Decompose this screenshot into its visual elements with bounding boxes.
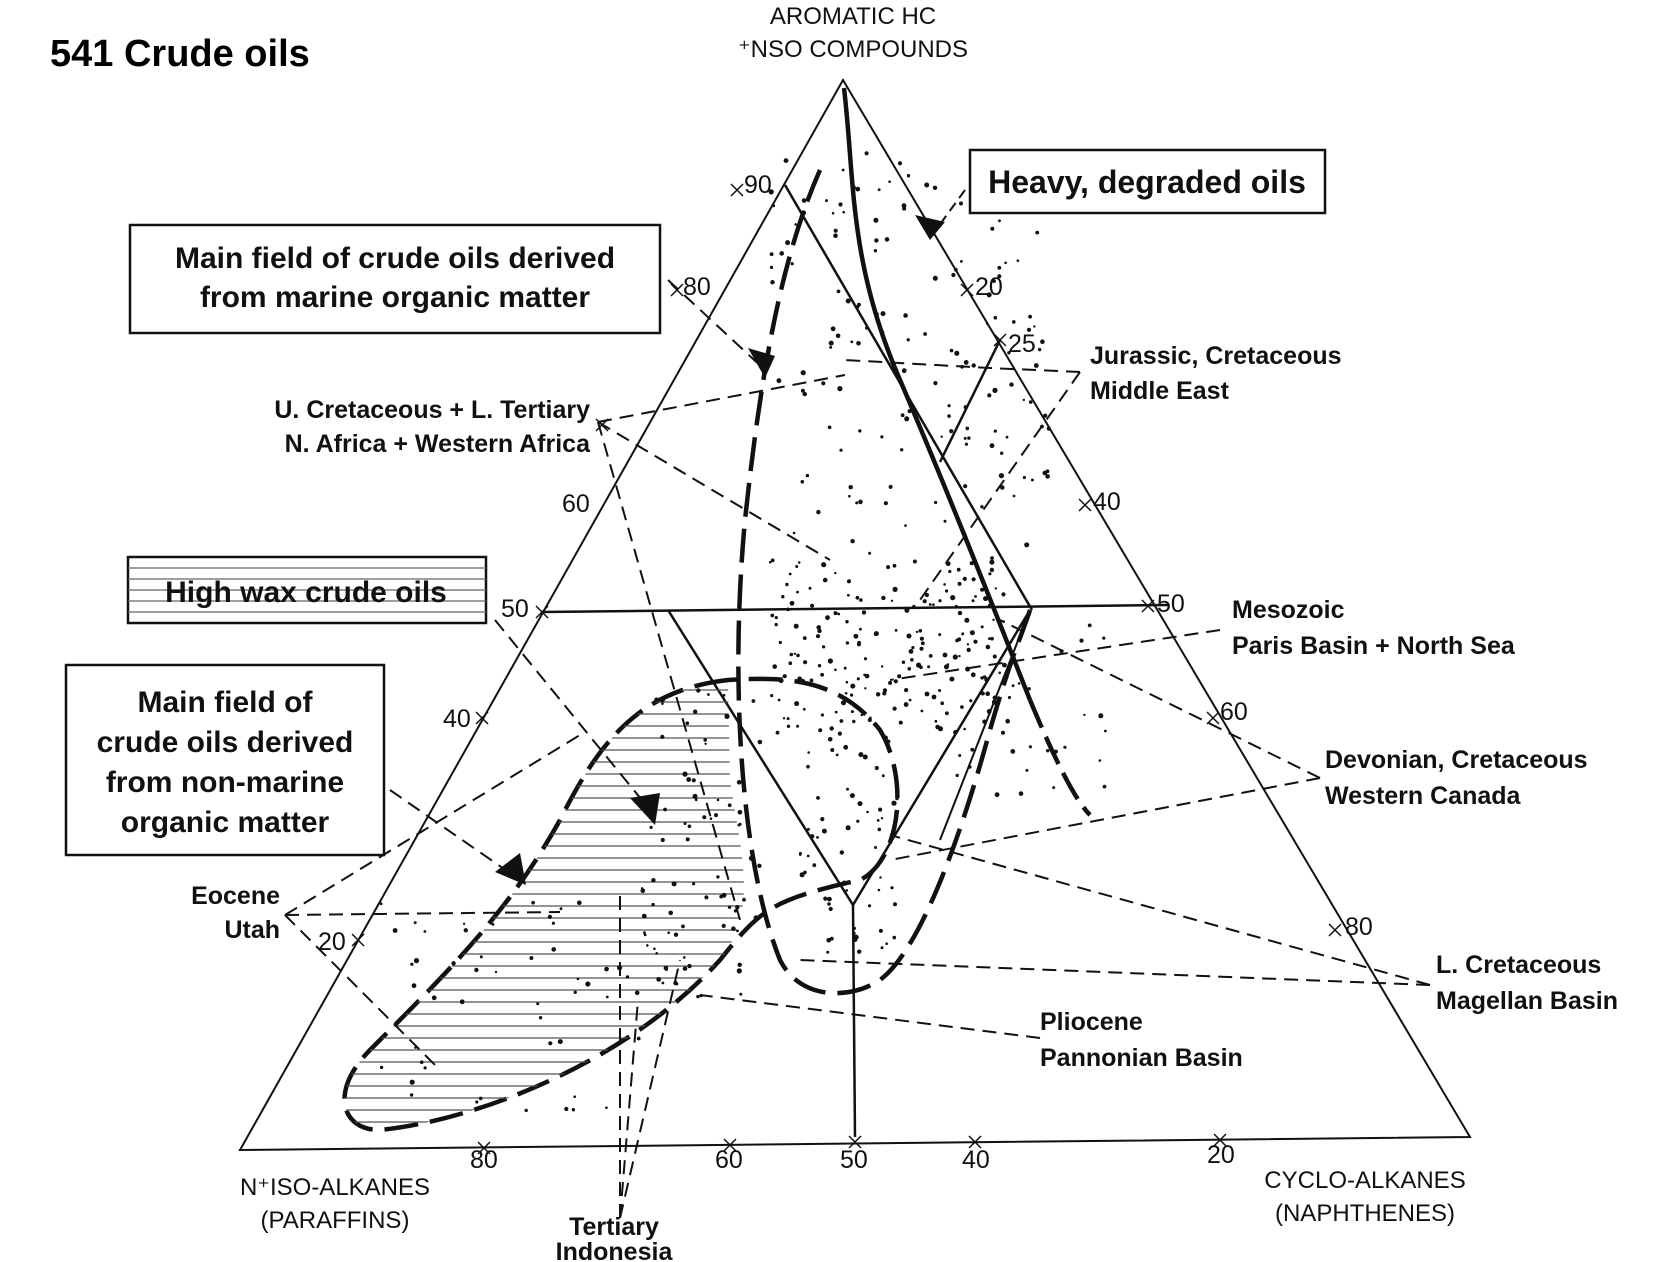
line-50-percent (541, 603, 1169, 614)
pliocene-label-1: Pliocene (1040, 1008, 1143, 1036)
diagram-title: 541 Crude oils (50, 33, 310, 75)
tertiary-label-2: Indonesia (556, 1238, 674, 1262)
marine-field-boundary (736, 169, 1033, 996)
tick-bottom-60: 60 (715, 1146, 743, 1174)
tick-right-80: 80 (1345, 913, 1373, 941)
vertex-right-label-1: CYCLO-ALKANES (1264, 1167, 1465, 1194)
jurassic-label-2: Middle East (1090, 377, 1230, 405)
tick-right-50: 50 (1157, 590, 1185, 618)
crude-oil-points (379, 151, 1107, 1113)
devonian-label-2: Western Canada (1325, 782, 1522, 810)
line-25 (938, 339, 1002, 463)
lcret-label-2: Magellan Basin (1436, 987, 1618, 1015)
nonmarine-field-label-1: Main field of (138, 686, 314, 719)
tick-marks (351, 183, 1342, 1155)
marine-field-box (128, 223, 662, 335)
tick-right-60: 60 (1220, 698, 1248, 726)
high-wax-label: High wax crude oils (165, 576, 447, 609)
vertex-left-label-2: (PARAFFINS) (261, 1207, 410, 1234)
nonmarine-field-box (64, 663, 386, 857)
tick-left-50: 50 (501, 595, 529, 623)
tick-left-20: 20 (318, 928, 346, 956)
ucret-label-2: N. Africa + Western Africa (285, 430, 592, 458)
marine-field-label-1: Main field of crude oils derived (175, 242, 615, 275)
eocene-label-1: Eocene (191, 882, 280, 910)
line-25-cross (939, 609, 1031, 841)
leader-lines (284, 279, 1431, 1219)
heavy-oil-boundary (841, 87, 1033, 701)
eocene-label-2: Utah (224, 916, 280, 944)
marine-field-label-2: from marine organic matter (200, 281, 590, 314)
tick-left-90: 90 (744, 171, 772, 199)
heavy-oil-boundary-dashed (1027, 699, 1092, 817)
nonmarine-field-label-4: organic matter (121, 806, 330, 839)
tick-left-60: 60 (562, 490, 590, 518)
ternary-triangle (238, 78, 1472, 1152)
tick-right-20: 20 (975, 273, 1003, 301)
mesozoic-label-1: Mesozoic (1232, 596, 1345, 624)
arrowheads (495, 215, 945, 885)
devonian-label-1: Devonian, Cretaceous (1325, 746, 1588, 774)
vertex-right-label-2: (NAPHTHENES) (1275, 1200, 1455, 1227)
line-bottom-50 (851, 904, 857, 1138)
mesozoic-label-2: Paris Basin + North Sea (1232, 632, 1516, 660)
tick-bottom-20: 20 (1207, 1141, 1235, 1169)
tick-bottom-50: 50 (840, 1146, 868, 1174)
heavy-oil-leader (929, 189, 966, 239)
pliocene-label-2: Pannonian Basin (1040, 1044, 1243, 1072)
vertex-top-label-2: ⁺NSO COMPOUNDS (738, 36, 968, 63)
tick-bottom-40: 40 (962, 1146, 990, 1174)
tick-left-80: 80 (683, 273, 711, 301)
tick-right-25: 25 (1008, 330, 1036, 358)
inner-triangle (666, 609, 1032, 908)
jurassic-label-1: Jurassic, Cretaceous (1090, 342, 1342, 370)
high-wax-box (126, 555, 488, 625)
vertex-top-label-1: AROMATIC HC (770, 3, 936, 30)
ucret-label-1: U. Cretaceous + L. Tertiary (274, 396, 590, 424)
tick-left-40: 40 (443, 705, 471, 733)
tertiary-label-1: Tertiary (569, 1213, 659, 1241)
heavy-oils-label: Heavy, degraded oils (988, 164, 1306, 200)
lcret-label-1: L. Cretaceous (1436, 951, 1601, 979)
vertex-left-label-1: N⁺ISO-ALKANES (240, 1174, 430, 1201)
heavy-oils-box (968, 148, 1327, 215)
nonmarine-field-boundary (342, 676, 900, 1133)
nonmarine-field-label-3: from non-marine (106, 766, 344, 799)
tick-bottom-80: 80 (470, 1146, 498, 1174)
nonmarine-field-label-2: crude oils derived (97, 726, 354, 759)
tick-right-40: 40 (1093, 488, 1121, 516)
